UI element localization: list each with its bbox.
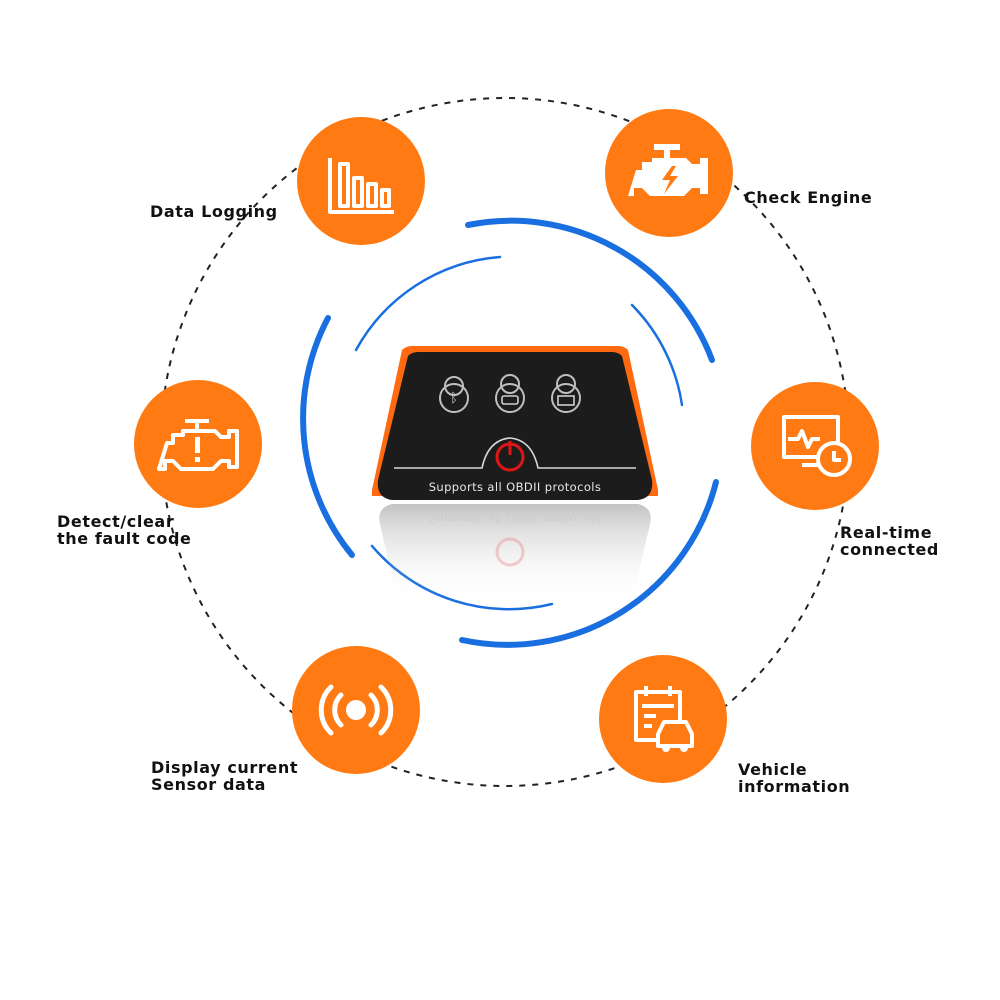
feature-circle: [135, 381, 261, 507]
feature-label: Detect/clear the fault code: [57, 513, 192, 547]
device-caption-reflection: Supports all OBDII protocols: [428, 512, 602, 526]
engine-icon: [628, 144, 708, 196]
feature-label: Check Engine: [744, 188, 873, 207]
blue-arc-top-right: [465, 217, 715, 363]
feature-label-text: Real-time connected: [840, 523, 939, 559]
feature-circle: [752, 383, 878, 509]
feature-label: Display current Sensor data: [151, 759, 298, 793]
feature-circle: [293, 647, 419, 773]
feature-label: Data Logging: [150, 202, 278, 221]
obd-device: ᛒ Supports all OBDII protocols Supports …: [372, 340, 658, 610]
device-caption: Supports all OBDII protocols: [428, 480, 602, 494]
engine-warning-icon: [157, 419, 239, 471]
svg-text:ᛒ: ᛒ: [450, 391, 458, 406]
thin-arc-right: [630, 303, 684, 407]
monitor-clock-icon: [782, 415, 852, 477]
sensor-signal-icon: [318, 684, 394, 736]
feature-circle: [606, 110, 732, 236]
feature-label: Real-time connected: [840, 524, 939, 558]
calendar-car-icon: [634, 686, 694, 752]
feature-label: Vehicle information: [738, 761, 850, 795]
feature-label-text: Detect/clear the fault code: [57, 512, 192, 548]
feature-label-text: Display current Sensor data: [151, 758, 299, 794]
blue-arc-left: [300, 315, 355, 558]
feature-circle: [600, 656, 726, 782]
obd-device-body: ᛒ: [372, 346, 658, 602]
feature-circle: [298, 118, 424, 244]
blue-arc-bottom-right: [459, 479, 719, 648]
feature-label-text: Vehicle information: [738, 760, 851, 796]
thin-arc-top: [354, 255, 502, 352]
bar-chart-icon: [328, 158, 394, 214]
